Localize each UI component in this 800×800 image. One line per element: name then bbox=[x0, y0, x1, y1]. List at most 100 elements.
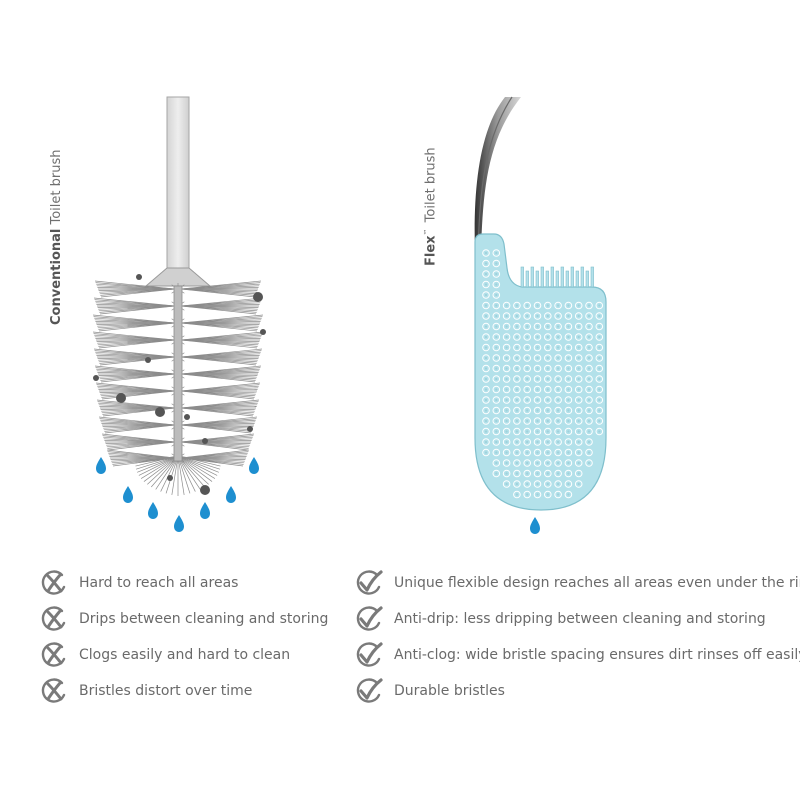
bristle-strand bbox=[147, 455, 179, 485]
bristle-dot-center bbox=[577, 440, 580, 444]
bristle-dot bbox=[523, 322, 532, 331]
water-drop-icon bbox=[174, 515, 184, 532]
bristle-dot-center bbox=[505, 346, 508, 349]
bristle-dot bbox=[513, 333, 521, 341]
bristle-dot bbox=[585, 396, 593, 404]
bristle-strand bbox=[177, 455, 221, 470]
bristle-dot-center bbox=[495, 283, 498, 286]
bristle-dot bbox=[482, 406, 490, 415]
bristle-dot bbox=[595, 301, 604, 310]
bristle-dot-center bbox=[567, 440, 570, 444]
bristle-dot bbox=[574, 333, 583, 341]
bristle-dot-center bbox=[526, 461, 529, 465]
bristle-dot bbox=[513, 469, 521, 478]
bristle-dot bbox=[595, 322, 604, 331]
bristle-dot bbox=[595, 385, 604, 394]
bristle-dot-center bbox=[526, 440, 529, 444]
bristle-dot-center bbox=[587, 461, 591, 465]
bristle-dot bbox=[544, 427, 552, 436]
bristle-dot-center bbox=[598, 430, 601, 433]
bristle-dot bbox=[564, 427, 573, 436]
bristle-dot-center bbox=[557, 367, 560, 370]
bristle-dot bbox=[492, 375, 501, 383]
bristle-dot bbox=[585, 354, 593, 362]
bristle-dot bbox=[523, 396, 532, 404]
bristle-dot bbox=[574, 427, 583, 436]
rim-bristle bbox=[550, 266, 554, 288]
bristle-dot-center bbox=[526, 304, 529, 307]
cross-circle-icon bbox=[41, 642, 66, 667]
bristle-dot-center bbox=[587, 409, 591, 412]
bristle-dot-center bbox=[536, 493, 539, 496]
bristle-dot-center bbox=[484, 419, 488, 423]
bristle-strand bbox=[180, 407, 254, 417]
bristle-dot-center bbox=[587, 388, 591, 391]
bristle-dot bbox=[544, 490, 552, 499]
bristle-dot bbox=[554, 459, 562, 467]
bristle-dot-center bbox=[515, 409, 519, 412]
bristle-strand bbox=[177, 455, 191, 494]
bristle-dot-center bbox=[546, 409, 549, 412]
rim-bristle bbox=[540, 266, 544, 288]
drawback-item: Drips between cleaning and storing bbox=[40, 601, 340, 637]
bristle-dot-center bbox=[515, 482, 519, 486]
bristle-dot-center bbox=[495, 377, 498, 381]
bristle-dot-center bbox=[536, 430, 539, 433]
bristle-dot bbox=[554, 301, 562, 310]
water-drop-icon bbox=[96, 457, 106, 474]
bristle-dot-center bbox=[546, 493, 549, 496]
bristle-dot bbox=[492, 364, 501, 373]
bristle-dot-center bbox=[546, 430, 549, 433]
cross-circle-icon bbox=[41, 606, 66, 631]
bristle-dot-center bbox=[546, 440, 549, 444]
bristle-dot-center bbox=[557, 346, 560, 349]
bristle-dot bbox=[482, 270, 490, 278]
bristle-dot-center bbox=[567, 346, 570, 349]
bristle-dot-center bbox=[495, 430, 498, 433]
bristle-dot bbox=[564, 417, 573, 425]
bristle-dot-center bbox=[567, 335, 570, 339]
bristle-dot-center bbox=[505, 356, 508, 360]
bristle-dot bbox=[513, 322, 521, 331]
bristle-dot bbox=[585, 375, 593, 383]
bristle-dot-center bbox=[526, 409, 529, 412]
bristle-dot-center bbox=[515, 325, 519, 328]
bristle-dot-center bbox=[526, 377, 529, 381]
bristle-dot bbox=[544, 385, 552, 394]
bristle-dot-center bbox=[557, 461, 560, 465]
bristle-dot bbox=[544, 333, 552, 341]
bristle-dot bbox=[492, 469, 501, 478]
bristle-dot-center bbox=[557, 325, 560, 328]
bristle-dot-center bbox=[536, 346, 539, 349]
bristle-dot bbox=[502, 469, 511, 478]
bristle-dot bbox=[574, 459, 583, 467]
bristle-dot-center bbox=[587, 440, 591, 444]
bristle-dot bbox=[482, 343, 490, 352]
bristle-strand bbox=[177, 455, 213, 482]
drawback-text: Clogs easily and hard to clean bbox=[79, 647, 291, 663]
rim-bristle bbox=[525, 270, 529, 288]
bristle-dot-center bbox=[587, 398, 591, 402]
bristle-dot-center bbox=[557, 388, 560, 391]
bristle-dot bbox=[482, 291, 490, 299]
bristle-dot-center bbox=[598, 409, 601, 412]
bristle-dot-center bbox=[484, 325, 488, 328]
bristle-dot-center bbox=[577, 325, 580, 328]
bristle-dot-center bbox=[536, 472, 539, 475]
bristle-dot bbox=[574, 343, 583, 352]
bristle-dot-center bbox=[526, 356, 529, 360]
bristle-dot-center bbox=[515, 388, 519, 391]
bristle-dot-center bbox=[515, 461, 519, 465]
bristle-dot bbox=[482, 438, 490, 446]
bristle-dot-center bbox=[536, 388, 539, 391]
bristle-dot bbox=[523, 417, 532, 425]
bristle-dot-center bbox=[515, 367, 519, 370]
bristle-dot bbox=[533, 417, 542, 425]
bristle-dot-center bbox=[515, 451, 519, 454]
bristle-dot-center bbox=[515, 493, 519, 496]
flex-handle-stripe bbox=[477, 96, 513, 253]
bristle-dot bbox=[595, 312, 604, 320]
bristle-dot bbox=[492, 291, 501, 299]
bristle-dot-center bbox=[546, 335, 549, 339]
